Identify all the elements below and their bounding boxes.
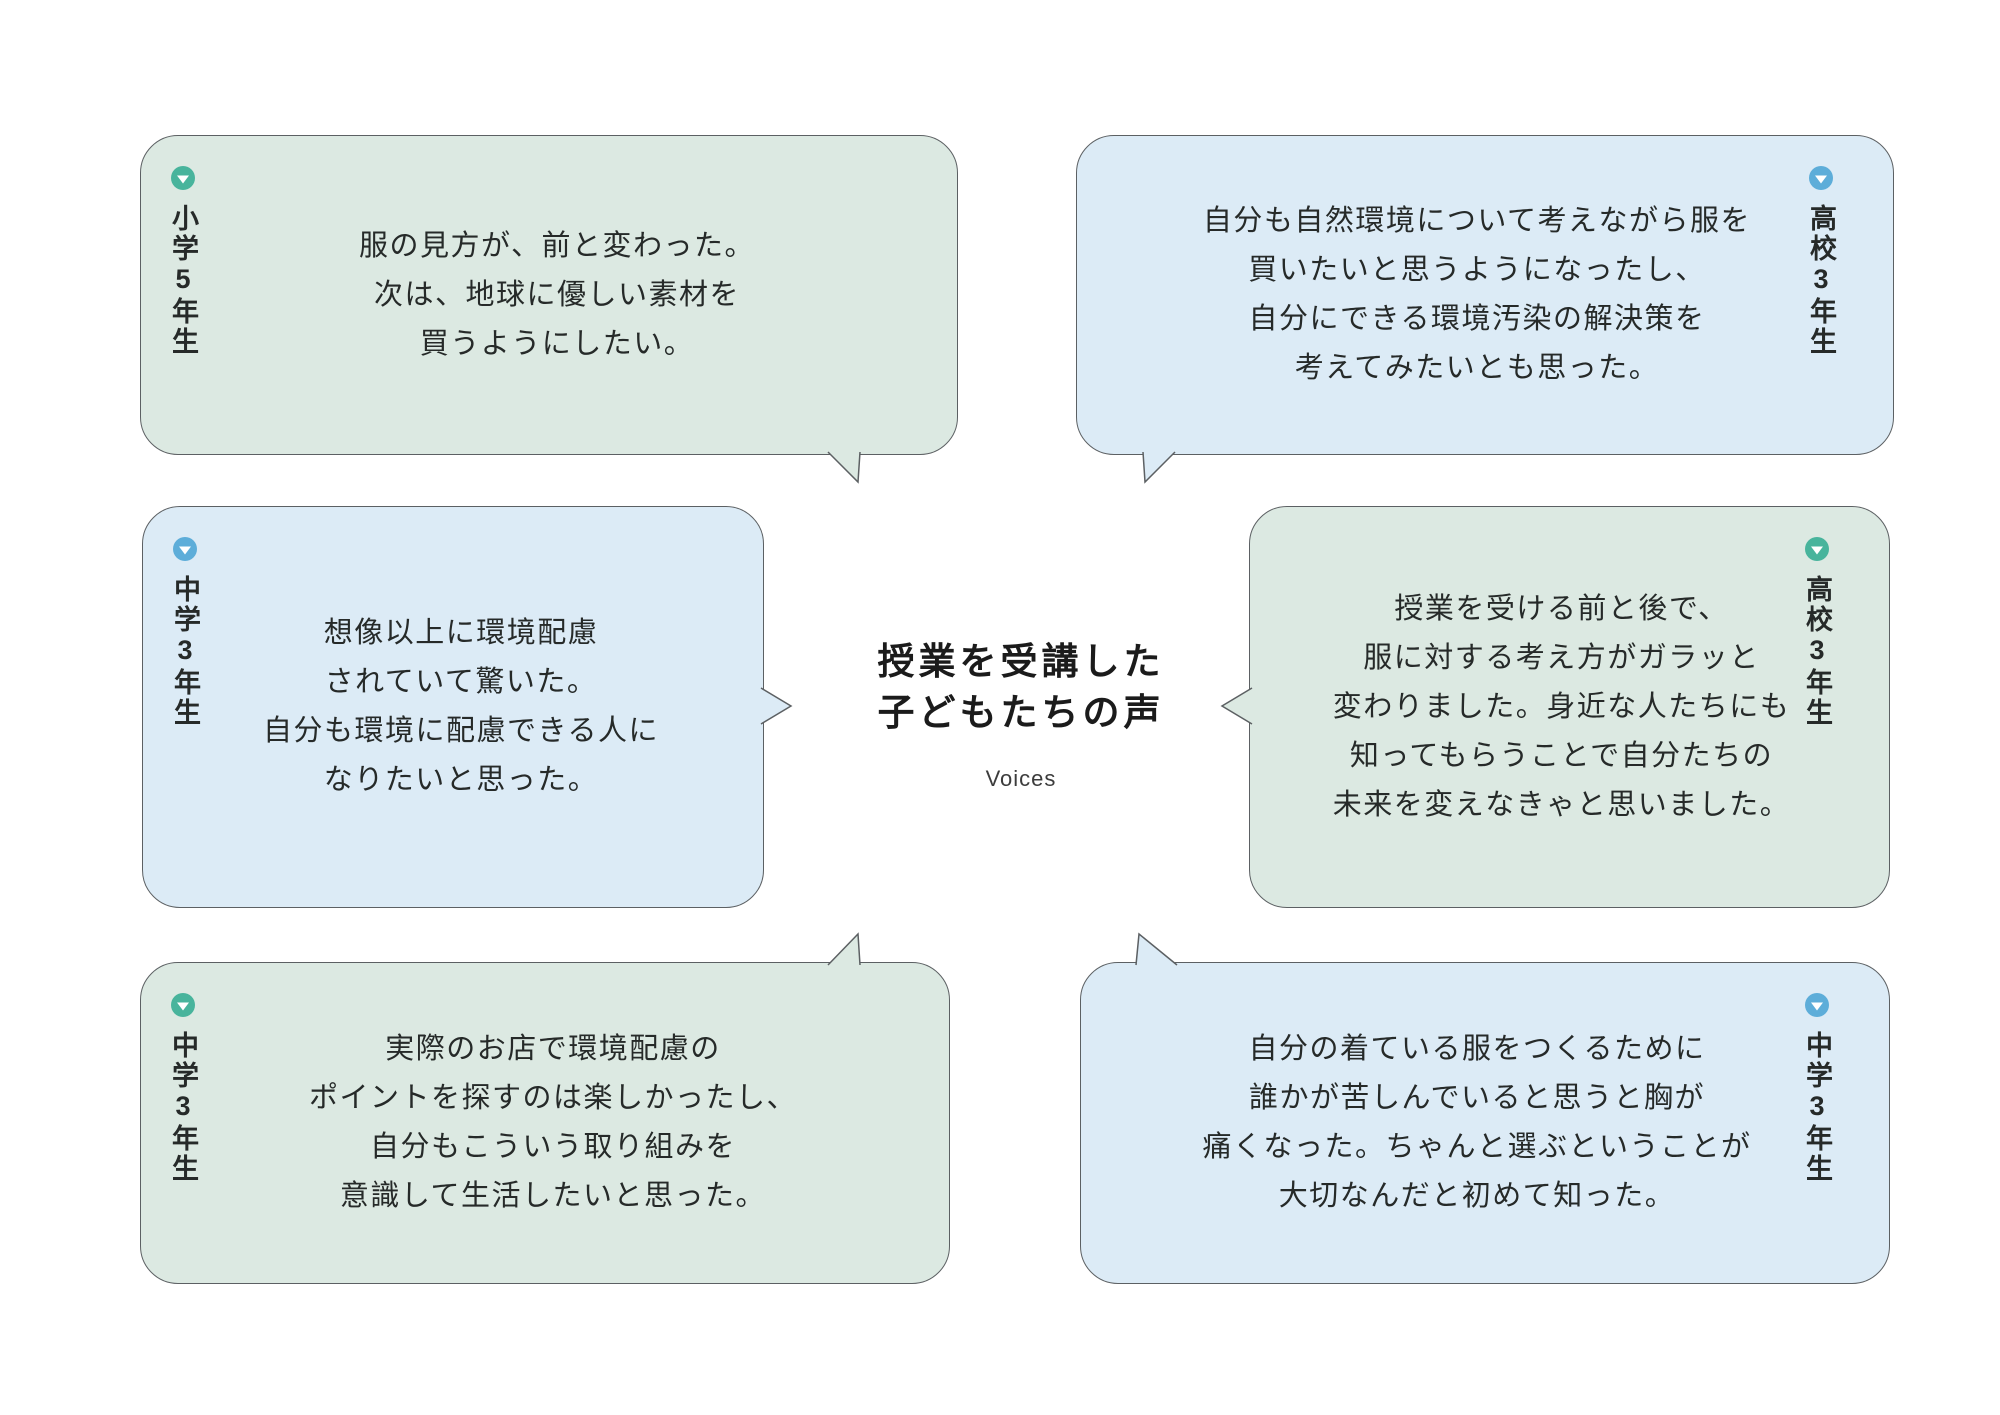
bubble-text-line: 未来を変えなきゃと思いました。: [1332, 788, 1791, 821]
grade-label-column: 中学3年生: [1801, 993, 1833, 1184]
circle-down-triangle-icon: [1809, 166, 1833, 190]
bubble-text-line: 自分も自然環境について考えながら服を: [1202, 205, 1752, 237]
grade-label-column: 中学3年生: [169, 537, 201, 728]
bubble-text-line: 授業を受ける前と後で、: [1394, 592, 1729, 625]
grade-label: 中学3年生: [1802, 1031, 1832, 1184]
circle-down-triangle-icon: [171, 993, 195, 1017]
bubble-text-line: 痛くなった。ちゃんと選ぶということが: [1202, 1131, 1752, 1163]
bubble-text: 実際のお店で環境配慮の ポイントを探すのは楽しかったし、 自分もこういう取り組み…: [141, 963, 949, 1283]
bubble-text-line: 意識して生活したいと思った。: [339, 1180, 767, 1212]
circle-down-triangle-icon: [1805, 993, 1829, 1017]
grade-label: 中学3年生: [170, 575, 200, 728]
bubble-text-line: 自分もこういう取り組みを: [369, 1131, 736, 1163]
bubble-text-line: 実際のお店で環境配慮の: [385, 1033, 721, 1065]
circle-down-triangle-icon: [173, 537, 197, 561]
bubble-text: 服の見方が、前と変わった。 次は、地球に優しい素材を 買うようにしたい。: [141, 136, 957, 454]
bubble-tail: [827, 932, 861, 966]
bubble-text-line: 買うようにしたい。: [419, 327, 695, 360]
bubble-tail: [760, 687, 793, 725]
bubble-text-line: 誰かが苦しんでいると思うと胸が: [1248, 1082, 1706, 1114]
speech-bubble-middle-right: 高校3年生 授業を受ける前と後で、 服に対する考え方がガラッと 変わりました。身…: [1249, 506, 1890, 908]
bubble-tail: [1220, 687, 1253, 725]
grade-label: 中学3年生: [168, 1031, 198, 1184]
grade-label: 高校3年生: [1806, 204, 1836, 357]
bubble-tail: [1142, 451, 1176, 484]
bubble-text-line: 考えてみたいとも思った。: [1294, 352, 1660, 384]
bubble-text-line: 買いたいと思うようになったし、: [1248, 254, 1706, 286]
bubble-text-line: 服に対する考え方がガラッと: [1363, 641, 1760, 674]
speech-bubble-bottom-right: 中学3年生 自分の着ている服をつくるために 誰かが苦しんでいると思うと胸が 痛く…: [1080, 962, 1890, 1284]
bubble-text-line: 次は、地球に優しい素材を: [373, 278, 740, 311]
bubble-text-line: なりたいと思った。: [323, 764, 599, 796]
grade-label-column: 小学5年生: [167, 166, 199, 357]
grade-label: 高校3年生: [1802, 575, 1832, 728]
bubble-text-line: 自分の着ている服をつくるために: [1248, 1033, 1706, 1065]
bubble-text-line: 自分も環境に配慮できる人に: [263, 715, 659, 747]
grade-label: 小学5年生: [168, 204, 198, 357]
circle-down-triangle-icon: [171, 166, 195, 190]
center-title-block: 授業を受講した 子どもたちの声 Voices: [821, 636, 1221, 792]
bubble-text-line: ポイントを探すのは楽しかったし、: [308, 1082, 797, 1114]
speech-bubble-bottom-left: 中学3年生 実際のお店で環境配慮の ポイントを探すのは楽しかったし、 自分もこう…: [140, 962, 950, 1284]
page-subtitle: Voices: [985, 766, 1057, 791]
bubble-text: 想像以上に環境配慮 されていて驚いた。 自分も環境に配慮できる人に なりたいと思…: [143, 507, 763, 907]
bubble-text-line: 想像以上に環境配慮: [323, 617, 599, 649]
bubble-text-line: 知ってもらうことで自分たちの: [1349, 739, 1774, 772]
bubble-tail: [1135, 932, 1178, 966]
bubble-text: 自分も自然環境について考えながら服を 買いたいと思うようになったし、 自分にでき…: [1077, 136, 1893, 454]
bubble-text-line: 変わりました。身近な人たちにも: [1332, 690, 1791, 723]
grade-label-column: 高校3年生: [1805, 166, 1837, 357]
bubble-tail: [827, 451, 861, 484]
bubble-text-line: 服の見方が、前と変わった。: [359, 229, 755, 262]
bubble-text: 自分の着ている服をつくるために 誰かが苦しんでいると思うと胸が 痛くなった。ちゃ…: [1081, 963, 1889, 1283]
bubble-text-line: 自分にできる環境汚染の解決策を: [1248, 303, 1706, 335]
page-title-line2: 子どもたちの声: [877, 692, 1165, 733]
bubble-text-line: 大切なんだと初めて知った。: [1278, 1180, 1676, 1212]
page-title-line1: 授業を受講した: [877, 641, 1165, 682]
speech-bubble-top-left: 小学5年生 服の見方が、前と変わった。 次は、地球に優しい素材を 買うようにした…: [140, 135, 958, 455]
bubble-text-line: されていて驚いた。: [324, 666, 598, 698]
grade-label-column: 中学3年生: [167, 993, 199, 1184]
grade-label-column: 高校3年生: [1801, 537, 1833, 728]
bubble-text: 授業を受ける前と後で、 服に対する考え方がガラッと 変わりました。身近な人たちに…: [1250, 507, 1889, 907]
speech-bubble-middle-left: 中学3年生 想像以上に環境配慮 されていて驚いた。 自分も環境に配慮できる人に …: [142, 506, 764, 908]
circle-down-triangle-icon: [1805, 537, 1829, 561]
speech-bubble-top-right: 高校3年生 自分も自然環境について考えながら服を 買いたいと思うようになったし、…: [1076, 135, 1894, 455]
